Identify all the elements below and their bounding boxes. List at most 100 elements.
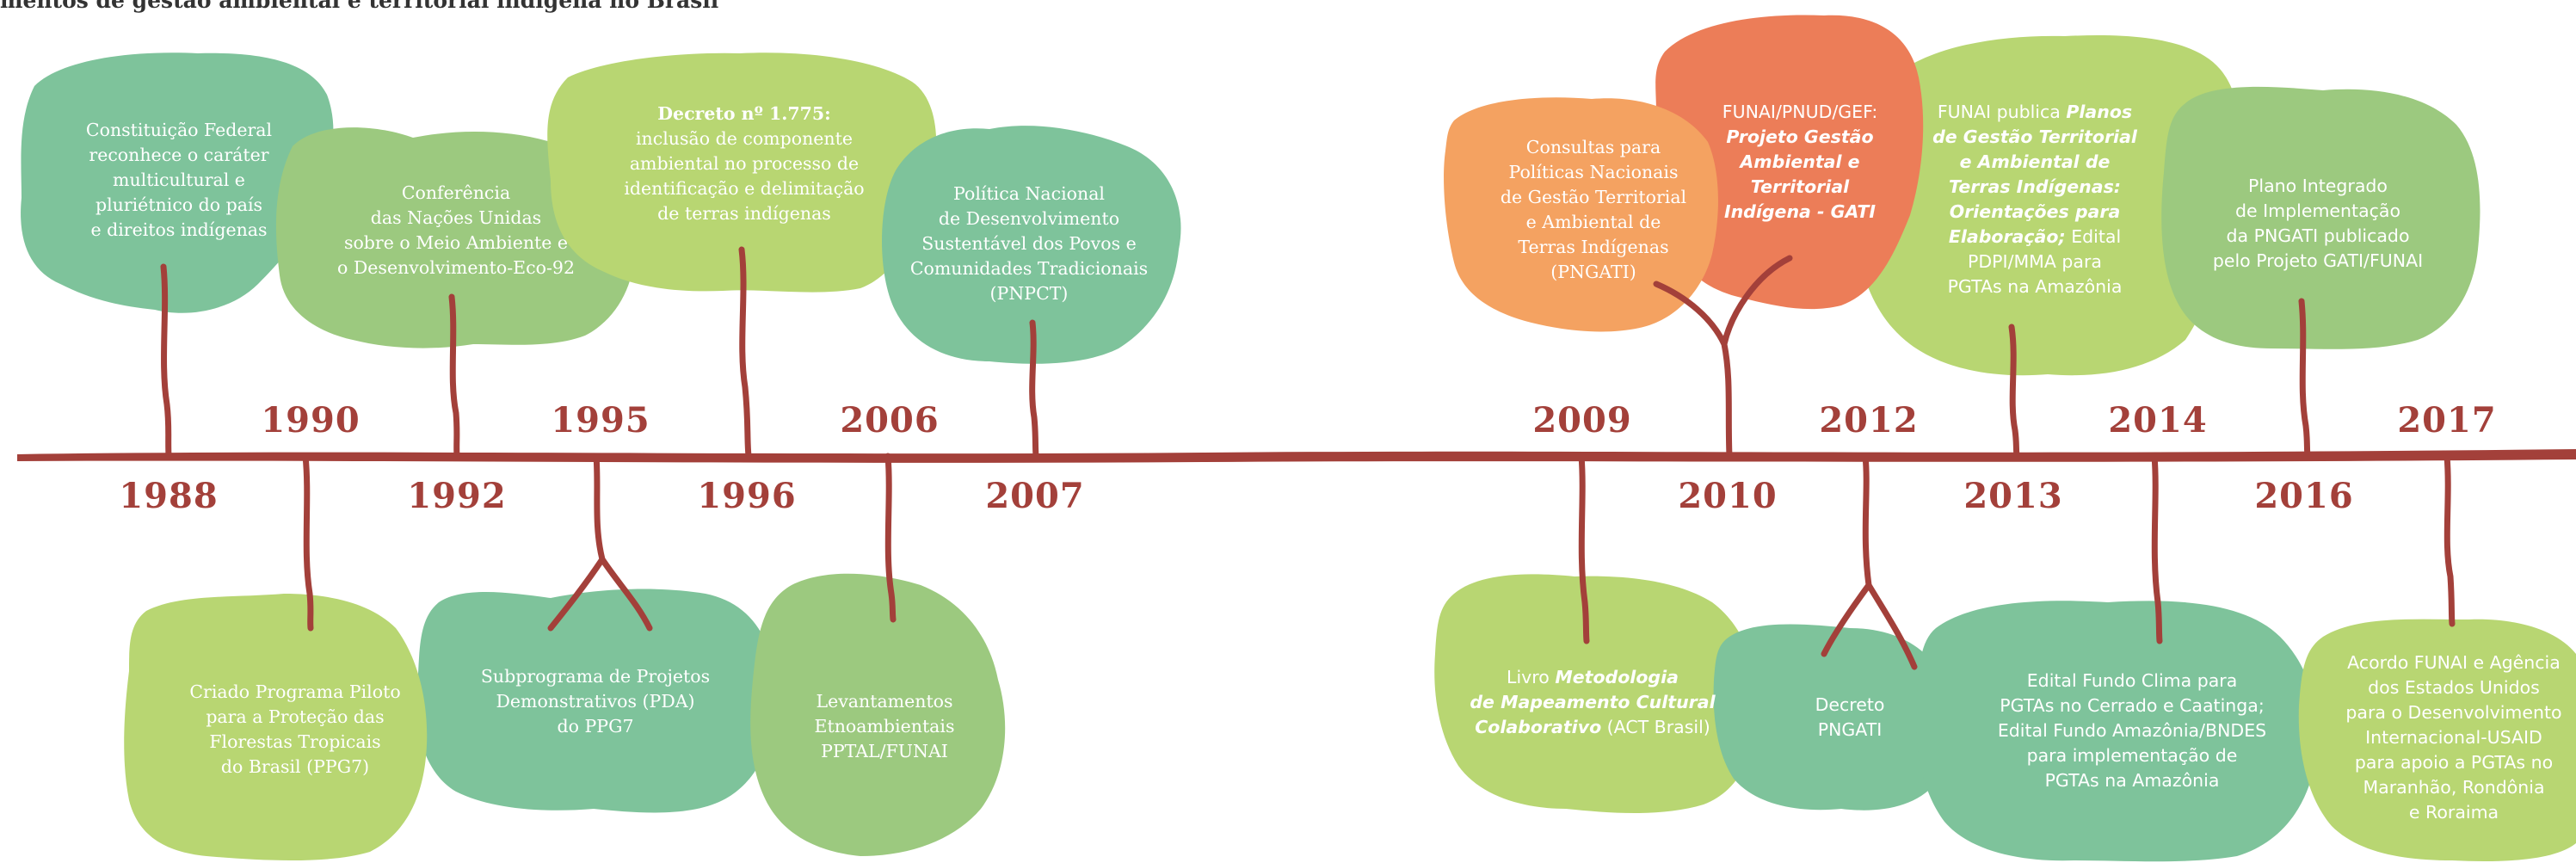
- event-2010b-line: Ambiental e: [1740, 151, 1860, 172]
- blob-1988: [21, 52, 334, 313]
- stem-2017: [2444, 453, 2456, 627]
- blob-2013: [1853, 34, 2240, 376]
- event-1988-line: multicultural e: [113, 170, 245, 190]
- blob-2007: [882, 126, 1181, 364]
- stem-2016: [2298, 298, 2311, 459]
- blob-2009: [1434, 574, 1756, 813]
- blob-2010b: [1655, 15, 1924, 310]
- year-2014: 2014: [2108, 400, 2208, 441]
- year-1992: 1992: [407, 476, 507, 516]
- event-1992-line: das Nações Unidas: [370, 207, 542, 228]
- event-1996-line: Decreto nº 1.775:: [657, 103, 831, 124]
- event-2009-text: Colaborativo: [1475, 717, 1602, 737]
- year-1988: 1988: [119, 476, 219, 516]
- event-2017-line: para apoio a PGTAs no: [2354, 752, 2554, 773]
- year-2009: 2009: [1532, 400, 1632, 441]
- event-1992-line: Conferência: [401, 182, 511, 203]
- event-1990: Criado Programa Piloto para a Proteção d…: [189, 680, 400, 780]
- event-2017-line: Maranhão, Rondônia: [2363, 777, 2545, 798]
- timeline-axis: [17, 449, 2576, 463]
- year-2016: 2016: [2254, 476, 2354, 516]
- event-2013-line: Orientações para: [1949, 201, 2121, 222]
- stem-1995: [547, 453, 653, 632]
- blob-2006: [750, 573, 1006, 856]
- stem-2014: [2151, 453, 2163, 644]
- blob-1995: [416, 589, 775, 813]
- event-1990-line: do Brasil (PPG7): [220, 756, 370, 777]
- event-2013-line: PDPI/MMA para: [1968, 251, 2102, 272]
- year-1996: 1996: [697, 476, 797, 516]
- event-2013-line: Elaboração; Edital: [1932, 225, 2137, 250]
- event-2009: Livro Metodologia de Mapeamento Cultural…: [1470, 665, 1715, 740]
- stem-1992: [448, 293, 460, 459]
- event-2009-line: de Mapeamento Cultural: [1470, 692, 1716, 712]
- event-2010a-line: de Gestão Territorial: [1500, 187, 1687, 207]
- year-2010: 2010: [1678, 476, 1778, 516]
- event-2013-line: PGTAs na Amazônia: [1947, 276, 2123, 297]
- year-2017: 2017: [2397, 400, 2497, 441]
- event-2010a-line: Consultas para: [1525, 137, 1661, 157]
- event-2016-line: da PNGATI publicado: [2226, 225, 2410, 246]
- event-2017-line: Internacional-USAID: [2365, 727, 2542, 748]
- event-1988-line: pluriétnico do país: [95, 194, 263, 215]
- event-2017-line: dos Estados Unidos: [2368, 677, 2540, 698]
- year-2006: 2006: [840, 400, 940, 441]
- event-1995-line: Demonstrativos (PDA): [496, 691, 695, 712]
- event-1996-line: ambiental no processo de: [629, 153, 860, 174]
- event-2006-line: Etnoambientais: [814, 716, 955, 737]
- stem-2010: [1653, 255, 1793, 459]
- event-1995-line: Subprograma de Projetos: [480, 666, 711, 687]
- event-2006-line: Levantamentos: [816, 691, 953, 712]
- event-1996-line: de terras indígenas: [657, 203, 831, 224]
- event-2017-line: para o Desenvolvimento: [2345, 702, 2562, 723]
- event-2006: Levantamentos Etnoambientais PPTAL/FUNAI: [815, 689, 955, 764]
- event-2006-line: PPTAL/FUNAI: [821, 741, 948, 761]
- connectors-bottom: [302, 453, 2456, 670]
- event-1988-line: reconhece o caráter: [89, 145, 269, 165]
- event-1992-line: o Desenvolvimento-Eco-92: [337, 257, 575, 278]
- event-2017-line: e Roraima: [2408, 802, 2499, 823]
- blob-1996: [547, 52, 937, 293]
- event-1992: Conferência das Nações Unidas sobre o Me…: [337, 181, 575, 280]
- event-2014-line: para implementação de: [2026, 745, 2238, 766]
- year-2013: 2013: [1963, 476, 2063, 516]
- stem-2006: [884, 453, 897, 623]
- event-2013-text: FUNAI publica: [1937, 102, 2067, 122]
- event-2010-gati: FUNAI/PNUD/GEF: Projeto Gestão Ambiental…: [1722, 100, 1877, 225]
- event-2010a-line: e Ambiental de: [1525, 212, 1661, 232]
- event-2009-line: Colaborativo (ACT Brasil): [1470, 715, 1715, 740]
- event-1990-line: para a Proteção das: [206, 706, 385, 727]
- event-2010a-line: Políticas Nacionais: [1508, 162, 1679, 182]
- event-1988-line: e direitos indígenas: [90, 219, 268, 240]
- event-2010a-line: (PNGATI): [1550, 262, 1636, 282]
- event-2014-line: Edital Fundo Clima para: [2026, 670, 2238, 691]
- event-2010b-line: Territorial: [1750, 176, 1850, 197]
- stem-1996: [738, 246, 752, 459]
- stem-2013: [2008, 324, 2020, 459]
- event-2017-line: Acordo FUNAI e Agência: [2347, 652, 2561, 673]
- stem-1990: [302, 453, 314, 632]
- diagram-title: mentos de gestão ambiental e territorial…: [0, 0, 719, 13]
- event-1990-line: Florestas Tropicais: [209, 731, 381, 752]
- event-2013-line: Terras Indígenas:: [1949, 176, 2121, 197]
- event-2012: Decreto PNGATI: [1815, 693, 1885, 743]
- event-2013-text: Planos: [2066, 102, 2133, 122]
- blob-1990: [124, 594, 428, 860]
- event-1988-line: Constituição Federal: [85, 120, 273, 140]
- event-2012-line: PNGATI: [1817, 719, 1883, 740]
- event-1995-line: do PPG7: [557, 716, 634, 737]
- event-2013: FUNAI publica Planos de Gestão Territori…: [1932, 100, 2137, 299]
- event-2013-line: e Ambiental de: [1959, 151, 2111, 172]
- stem-1988: [160, 263, 172, 459]
- event-2010b-line: Indígena - GATI: [1723, 201, 1877, 222]
- event-2014-line: PGTAs no Cerrado e Caatinga;: [2000, 695, 2265, 716]
- event-2016-line: pelo Projeto GATI/FUNAI: [2212, 250, 2424, 271]
- event-2009-text: Livro: [1507, 667, 1556, 687]
- event-2010b-line: FUNAI/PNUD/GEF:: [1722, 102, 1878, 122]
- event-2014-line: Edital Fundo Amazônia/BNDES: [1997, 720, 2267, 741]
- event-2013-line: de Gestão Territorial: [1932, 126, 2137, 147]
- event-2010-consultas: Consultas para Políticas Nacionais de Ge…: [1501, 135, 1686, 285]
- event-2009-line: Livro Metodologia: [1470, 665, 1715, 690]
- event-2007-line: Comunidades Tradicionais: [909, 258, 1149, 279]
